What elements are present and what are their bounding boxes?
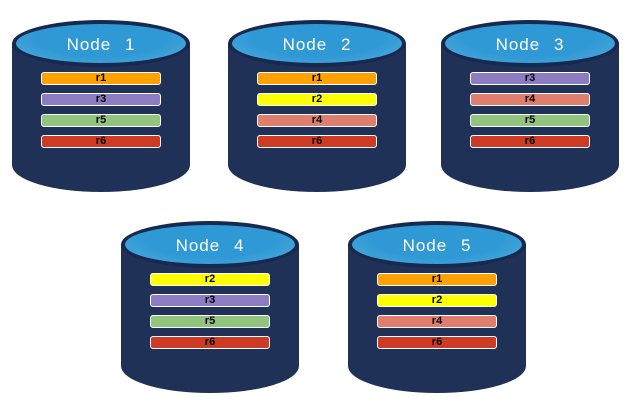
replica-bar: r5 [41,114,161,127]
replica-bar: r5 [150,315,270,328]
node-title: Node 3 [495,34,565,54]
replica-bar: r5 [470,114,590,127]
replica-bar: r4 [377,315,497,328]
replica-bar-list: r1 r2 r4 r6 [228,72,406,148]
cylinder-top-ellipse: Node 3 [441,20,619,67]
replica-bar: r1 [377,273,497,286]
replica-bar: r6 [150,336,270,349]
node-cylinder-3: Node 3 r3 r4 r5 r6 [441,20,619,194]
node-cylinder-2: Node 2 r1 r2 r4 r6 [228,20,406,194]
node-cylinder-1: Node 1 r1 r3 r5 r6 [12,20,190,194]
cylinder-top-ellipse: Node 2 [228,20,406,67]
replica-bar: r3 [150,294,270,307]
replica-bar: r6 [377,336,497,349]
replica-bar: r6 [257,135,377,148]
replica-bar: r6 [41,135,161,148]
cylinder-top-ellipse: Node 1 [12,20,190,67]
cylinder-top-ellipse: Node 5 [348,221,526,268]
node-cylinder-5: Node 5 r1 r2 r4 r6 [348,221,526,395]
replica-bar: r2 [150,273,270,286]
replica-bar-list: r2 r3 r5 r6 [121,273,299,349]
node-title: Node 1 [66,34,136,54]
replica-bar: r3 [470,72,590,85]
replica-bar: r2 [377,294,497,307]
node-cylinder-4: Node 4 r2 r3 r5 r6 [121,221,299,395]
replica-bar: r3 [41,93,161,106]
replica-bar-list: r3 r4 r5 r6 [441,72,619,148]
replica-bar: r1 [41,72,161,85]
replica-bar: r4 [470,93,590,106]
replica-bar-list: r1 r3 r5 r6 [12,72,190,148]
replica-bar: r4 [257,114,377,127]
node-title: Node 5 [402,235,472,255]
node-title: Node 2 [282,34,352,54]
replica-bar-list: r1 r2 r4 r6 [348,273,526,349]
replica-bar: r2 [257,93,377,106]
node-title: Node 4 [175,235,245,255]
replica-bar: r6 [470,135,590,148]
replica-bar: r1 [257,72,377,85]
cylinder-top-ellipse: Node 4 [121,221,299,268]
